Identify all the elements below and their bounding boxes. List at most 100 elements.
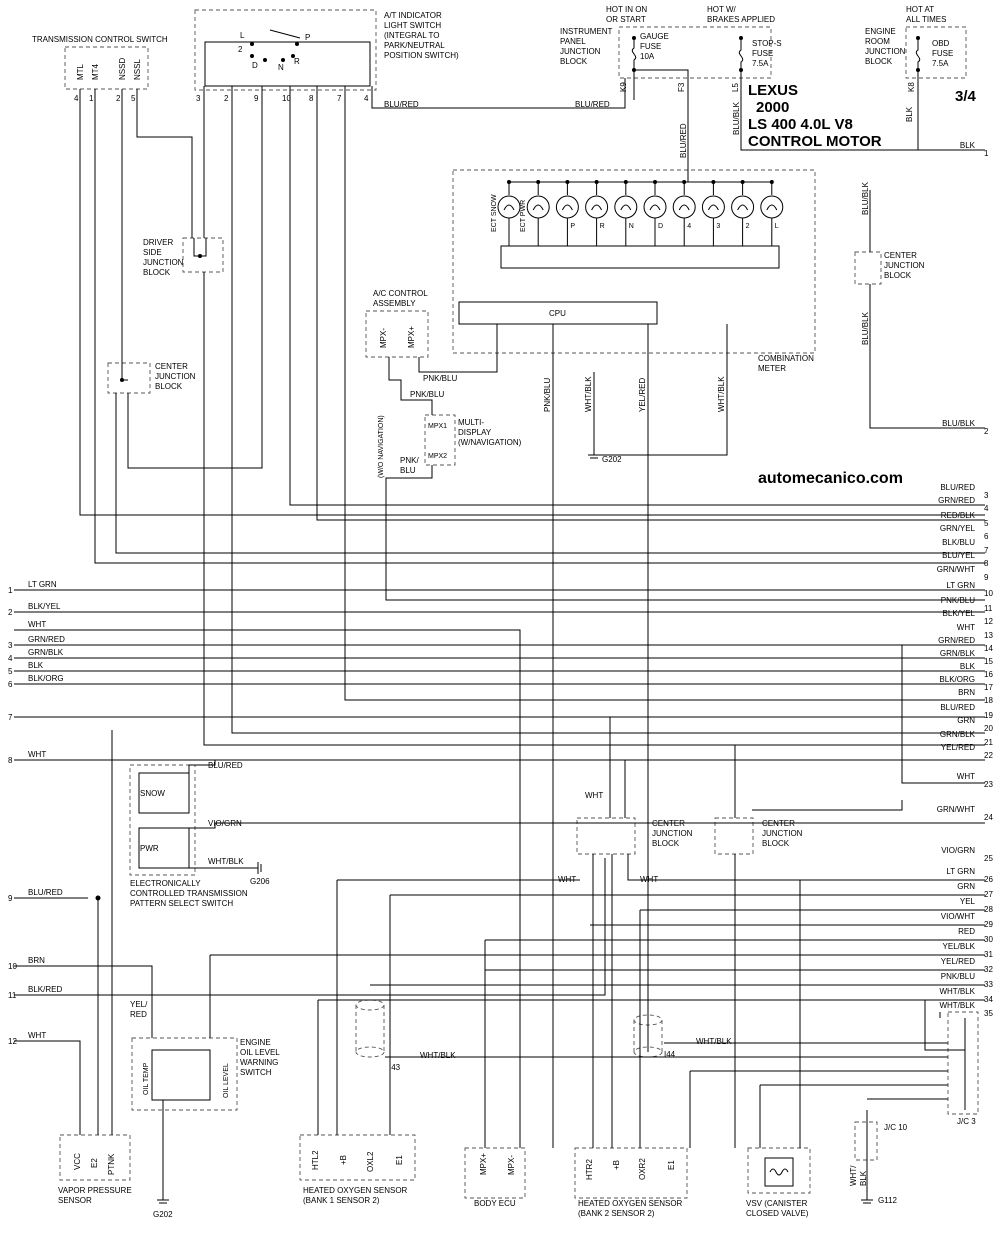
right-wire-number-25: 25 [984, 854, 993, 863]
left-wire-number-8: 8 [8, 756, 13, 765]
oil-level-label: OIL LEVEL [223, 1063, 230, 1098]
wire-pnk-blu-meter: PNK/BLU [543, 378, 552, 412]
right-wire-color-28: YEL [960, 897, 976, 906]
wire-blu-red-f3: BLU/RED [679, 123, 688, 158]
right-wire-color-6: GRN/YEL [940, 524, 976, 533]
left-wire-number-5: 5 [8, 667, 13, 676]
multi-display: MPX1 MPX2 MULTI-DISPLAY(W/NAVIGATION) (W… [378, 414, 522, 478]
snow-label: SNOW [140, 789, 165, 798]
left-wire-number-4: 4 [8, 654, 13, 663]
left-wire-labels: LT GRN1BLK/YEL2WHTGRN/RED3GRN/BLK4BLK5BL… [8, 580, 65, 1046]
right-wire-color-12: BLK/YEL [943, 609, 976, 618]
hot-brakes-label: HOT W/BRAKES APPLIED [707, 5, 775, 24]
at-position-P: P [305, 33, 310, 42]
body-ecu: MPX+ MPX- BODY ECU [464, 1147, 526, 1208]
meter-lamp-label-4: N [629, 223, 634, 230]
at-pin-num-1: 2 [224, 94, 229, 103]
pin-l5: L5 [731, 83, 740, 92]
meter-lamp-bulb [701, 195, 725, 219]
pin-k9: K9 [619, 82, 628, 92]
cpu-label: CPU [549, 309, 566, 318]
ac-pin-mpx-minus: MPX- [379, 328, 388, 348]
right-wire-number-1: 1 [984, 149, 989, 158]
vapor-pin-ptnk: PTNK [107, 1153, 116, 1175]
pwr-switch-box [138, 827, 190, 869]
meter-lamp-bulb [585, 195, 609, 219]
right-wire-number-5: 5 [984, 519, 989, 528]
right-wire-color-21: GRN/BLK [940, 730, 976, 739]
i43-label: I43 [389, 1063, 401, 1072]
model-title: LS 400 4.0L V8 [748, 116, 853, 133]
wire-blu-red-pattern: BLU/RED [208, 761, 243, 770]
at-switch-box [194, 9, 377, 91]
center-jb-mid2-box [714, 817, 754, 855]
at-pin-num-4: 8 [309, 94, 314, 103]
wire-wht-blk-pattern: WHT/BLK [208, 857, 244, 866]
right-wire-number-24: 24 [984, 813, 993, 822]
at-position-L: L [240, 31, 245, 40]
right-wire-color-7: BLK/BLU [942, 538, 975, 547]
at-position-N: N [278, 63, 284, 72]
right-wire-number-27: 27 [984, 890, 993, 899]
meter-lamp-bulb [731, 195, 755, 219]
er-jb-box [905, 26, 967, 79]
multi-pin-mpx2: MPX2 [428, 453, 447, 460]
right-wire-color-16: BLK [960, 662, 976, 671]
wire-wht-blk-i43: WHT/BLK [420, 1051, 456, 1060]
left-wire-number-2: 2 [8, 608, 13, 617]
right-wire-color-19: BLU/RED [940, 703, 975, 712]
at-pin-num-2: 9 [254, 94, 259, 103]
vapor-box [59, 1134, 131, 1181]
ho2s1-pin-e1: E1 [395, 1155, 404, 1165]
ho2s1-pin-b: +B [339, 1155, 348, 1165]
right-wire-color-31: YEL/BLK [943, 942, 976, 951]
right-wire-number-4: 4 [984, 504, 989, 513]
center-jb-right-box [854, 251, 882, 285]
wire-wht-blk-meter2: WHT/BLK [717, 376, 726, 412]
wire-blu-red-top2: BLU/RED [575, 100, 610, 109]
pattern-switch-box [129, 764, 196, 876]
tcs-pin-mt4: MT4 [91, 63, 100, 80]
right-wire-color-32: YEL/RED [941, 957, 975, 966]
left-wire-number-1: 1 [8, 586, 13, 595]
at-position-2: 2 [238, 45, 243, 54]
jc3-label: J/C 3 [957, 1117, 976, 1126]
tcs-pin-num-0: 4 [74, 94, 79, 103]
meter-lamp-label-6: 4 [687, 223, 691, 230]
wire-yel-red-oil: YEL/RED [130, 1000, 148, 1019]
right-wire-color-4: GRN/RED [938, 496, 975, 505]
right-wire-number-16: 16 [984, 670, 993, 679]
right-wire-number-35: 35 [984, 1009, 993, 1018]
ground-g202-bottom: G202 [153, 1110, 173, 1219]
right-wire-color-18: BRN [958, 688, 975, 697]
right-wire-number-15: 15 [984, 657, 993, 666]
meter-lamp-label-1: ECT PWR [520, 200, 527, 232]
body-ecu-label: BODY ECU [474, 1199, 516, 1208]
right-wire-color-2: BLU/BLK [942, 419, 976, 428]
wire-wht-cjb3: WHT [585, 791, 603, 800]
right-wire-number-31: 31 [984, 950, 993, 959]
body-ecu-box [464, 1147, 526, 1199]
right-wire-color-24: GRN/WHT [937, 805, 975, 814]
ac-control-box [365, 310, 429, 358]
vsv-box [747, 1147, 811, 1194]
ip-jb-box [618, 26, 772, 79]
pin-f3: F3 [677, 82, 686, 92]
ho2s1-pin-htl2: HTL2 [311, 1150, 320, 1170]
left-wire-number-12: 12 [8, 1037, 17, 1046]
left-wire-color-0: LT GRN [28, 580, 57, 589]
left-wire-color-4: GRN/BLK [28, 648, 64, 657]
